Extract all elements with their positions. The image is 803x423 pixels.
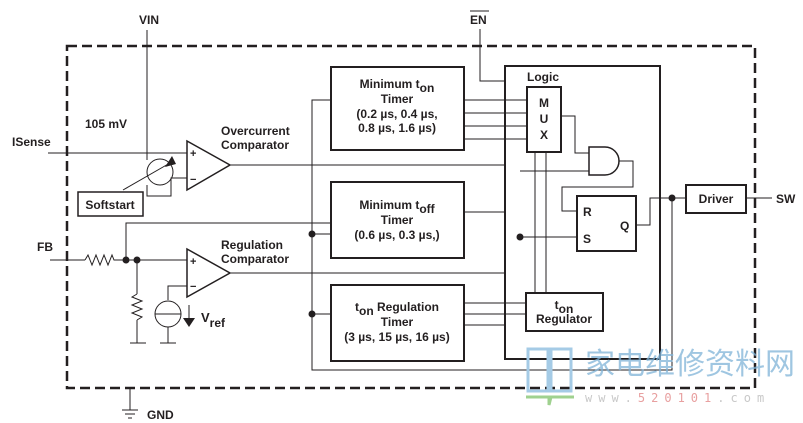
sw-feedback-bus (311, 99, 673, 371)
fb-to-timers-wire (125, 222, 312, 260)
en-wire (479, 29, 505, 82)
ton-reg-line2: Timer (381, 315, 414, 329)
pin-en-label: EN (470, 13, 487, 27)
watermark-url: www.520101.com (585, 391, 770, 405)
logic-label: Logic (527, 70, 559, 84)
min-ton-line2: Timer (381, 92, 414, 106)
watermark-book-icon (526, 347, 550, 393)
pin-gnd-label: GND (147, 408, 174, 422)
min-toff-timer-block (330, 181, 465, 259)
mux-label-m: M (539, 96, 549, 110)
reg-plus: + (190, 256, 196, 268)
vref-arrow-icon (183, 318, 195, 327)
vref-wire (167, 285, 187, 300)
ic-boundary (65, 44, 757, 390)
mux-label-x: X (540, 128, 548, 142)
watermark: 家电维修资料网 www.520101.com (526, 347, 795, 406)
min-toff-line2: Timer (381, 213, 414, 227)
min-ton-line4: 0.8 µs, 1.6 µs) (358, 121, 436, 135)
regulation-label-2: Comparator (221, 252, 289, 266)
sr-latch-block (576, 195, 637, 252)
latch-q-label: Q (620, 219, 629, 233)
fb-resistor-icon (84, 253, 126, 267)
ton-regulator-line2: Regulator (536, 312, 592, 326)
q-output-wire (636, 197, 686, 226)
ton-regulator-block (525, 292, 604, 332)
watermark-book-base (526, 395, 574, 406)
mux-to-and-wire (561, 115, 589, 154)
regulation-label-1: Regulation (221, 238, 283, 252)
regulation-comparator-icon (186, 247, 232, 299)
variable-arrow-head-icon (165, 156, 176, 167)
mux-label-u: U (540, 112, 549, 126)
latch-r-label: R (583, 205, 592, 219)
driver-label: Driver (699, 192, 734, 206)
watermark-chinese: 家电维修资料网 (585, 347, 795, 382)
min-ton-timer-block (330, 66, 465, 151)
pin-fb-label: FB (37, 240, 53, 254)
latch-s-label: S (583, 232, 591, 246)
pin-sw-label: SW (776, 192, 796, 206)
min-toff-line3: (0.6 µs, 0.3 µs,) (354, 228, 439, 242)
and-gate-icon (588, 146, 620, 176)
reg-minus: − (190, 281, 196, 293)
variable-source-icon (146, 158, 174, 186)
min-toff-title: Minimum toff (359, 198, 435, 216)
junction-dot (668, 194, 676, 202)
ocp-minus-wire (146, 177, 187, 197)
and-to-r-wire (561, 160, 634, 212)
overcurrent-comparator-icon (186, 139, 232, 192)
divider-resistor-icon (130, 293, 144, 321)
ton-regulator-title: ton (555, 298, 574, 316)
offset-voltage-label: 105 mV (85, 117, 127, 131)
min-ton-line3: (0.2 µs, 0.4 µs, (356, 107, 437, 121)
vref-label: Vref (201, 310, 226, 330)
variable-arrow-shaft (122, 162, 171, 191)
pin-vin-label: VIN (139, 13, 159, 27)
ocp-minus: − (190, 174, 196, 186)
ton-reg-title: ton Regulation (355, 300, 439, 318)
ocp-plus: + (190, 148, 196, 160)
overcurrent-label-1: Overcurrent (221, 124, 290, 138)
mux-block (526, 86, 562, 153)
softstart-label: Softstart (85, 198, 134, 212)
ton-reg-line3: (3 µs, 15 µs, 16 µs) (344, 330, 449, 344)
ton-regulation-timer-block (330, 284, 465, 362)
overcurrent-label-2: Comparator (221, 138, 289, 152)
softstart-block (77, 191, 144, 217)
watermark-book-page (549, 347, 573, 393)
min-ton-title: Minimum ton (360, 77, 435, 95)
pin-isense-label: ISense (12, 135, 51, 149)
driver-block (685, 184, 747, 214)
